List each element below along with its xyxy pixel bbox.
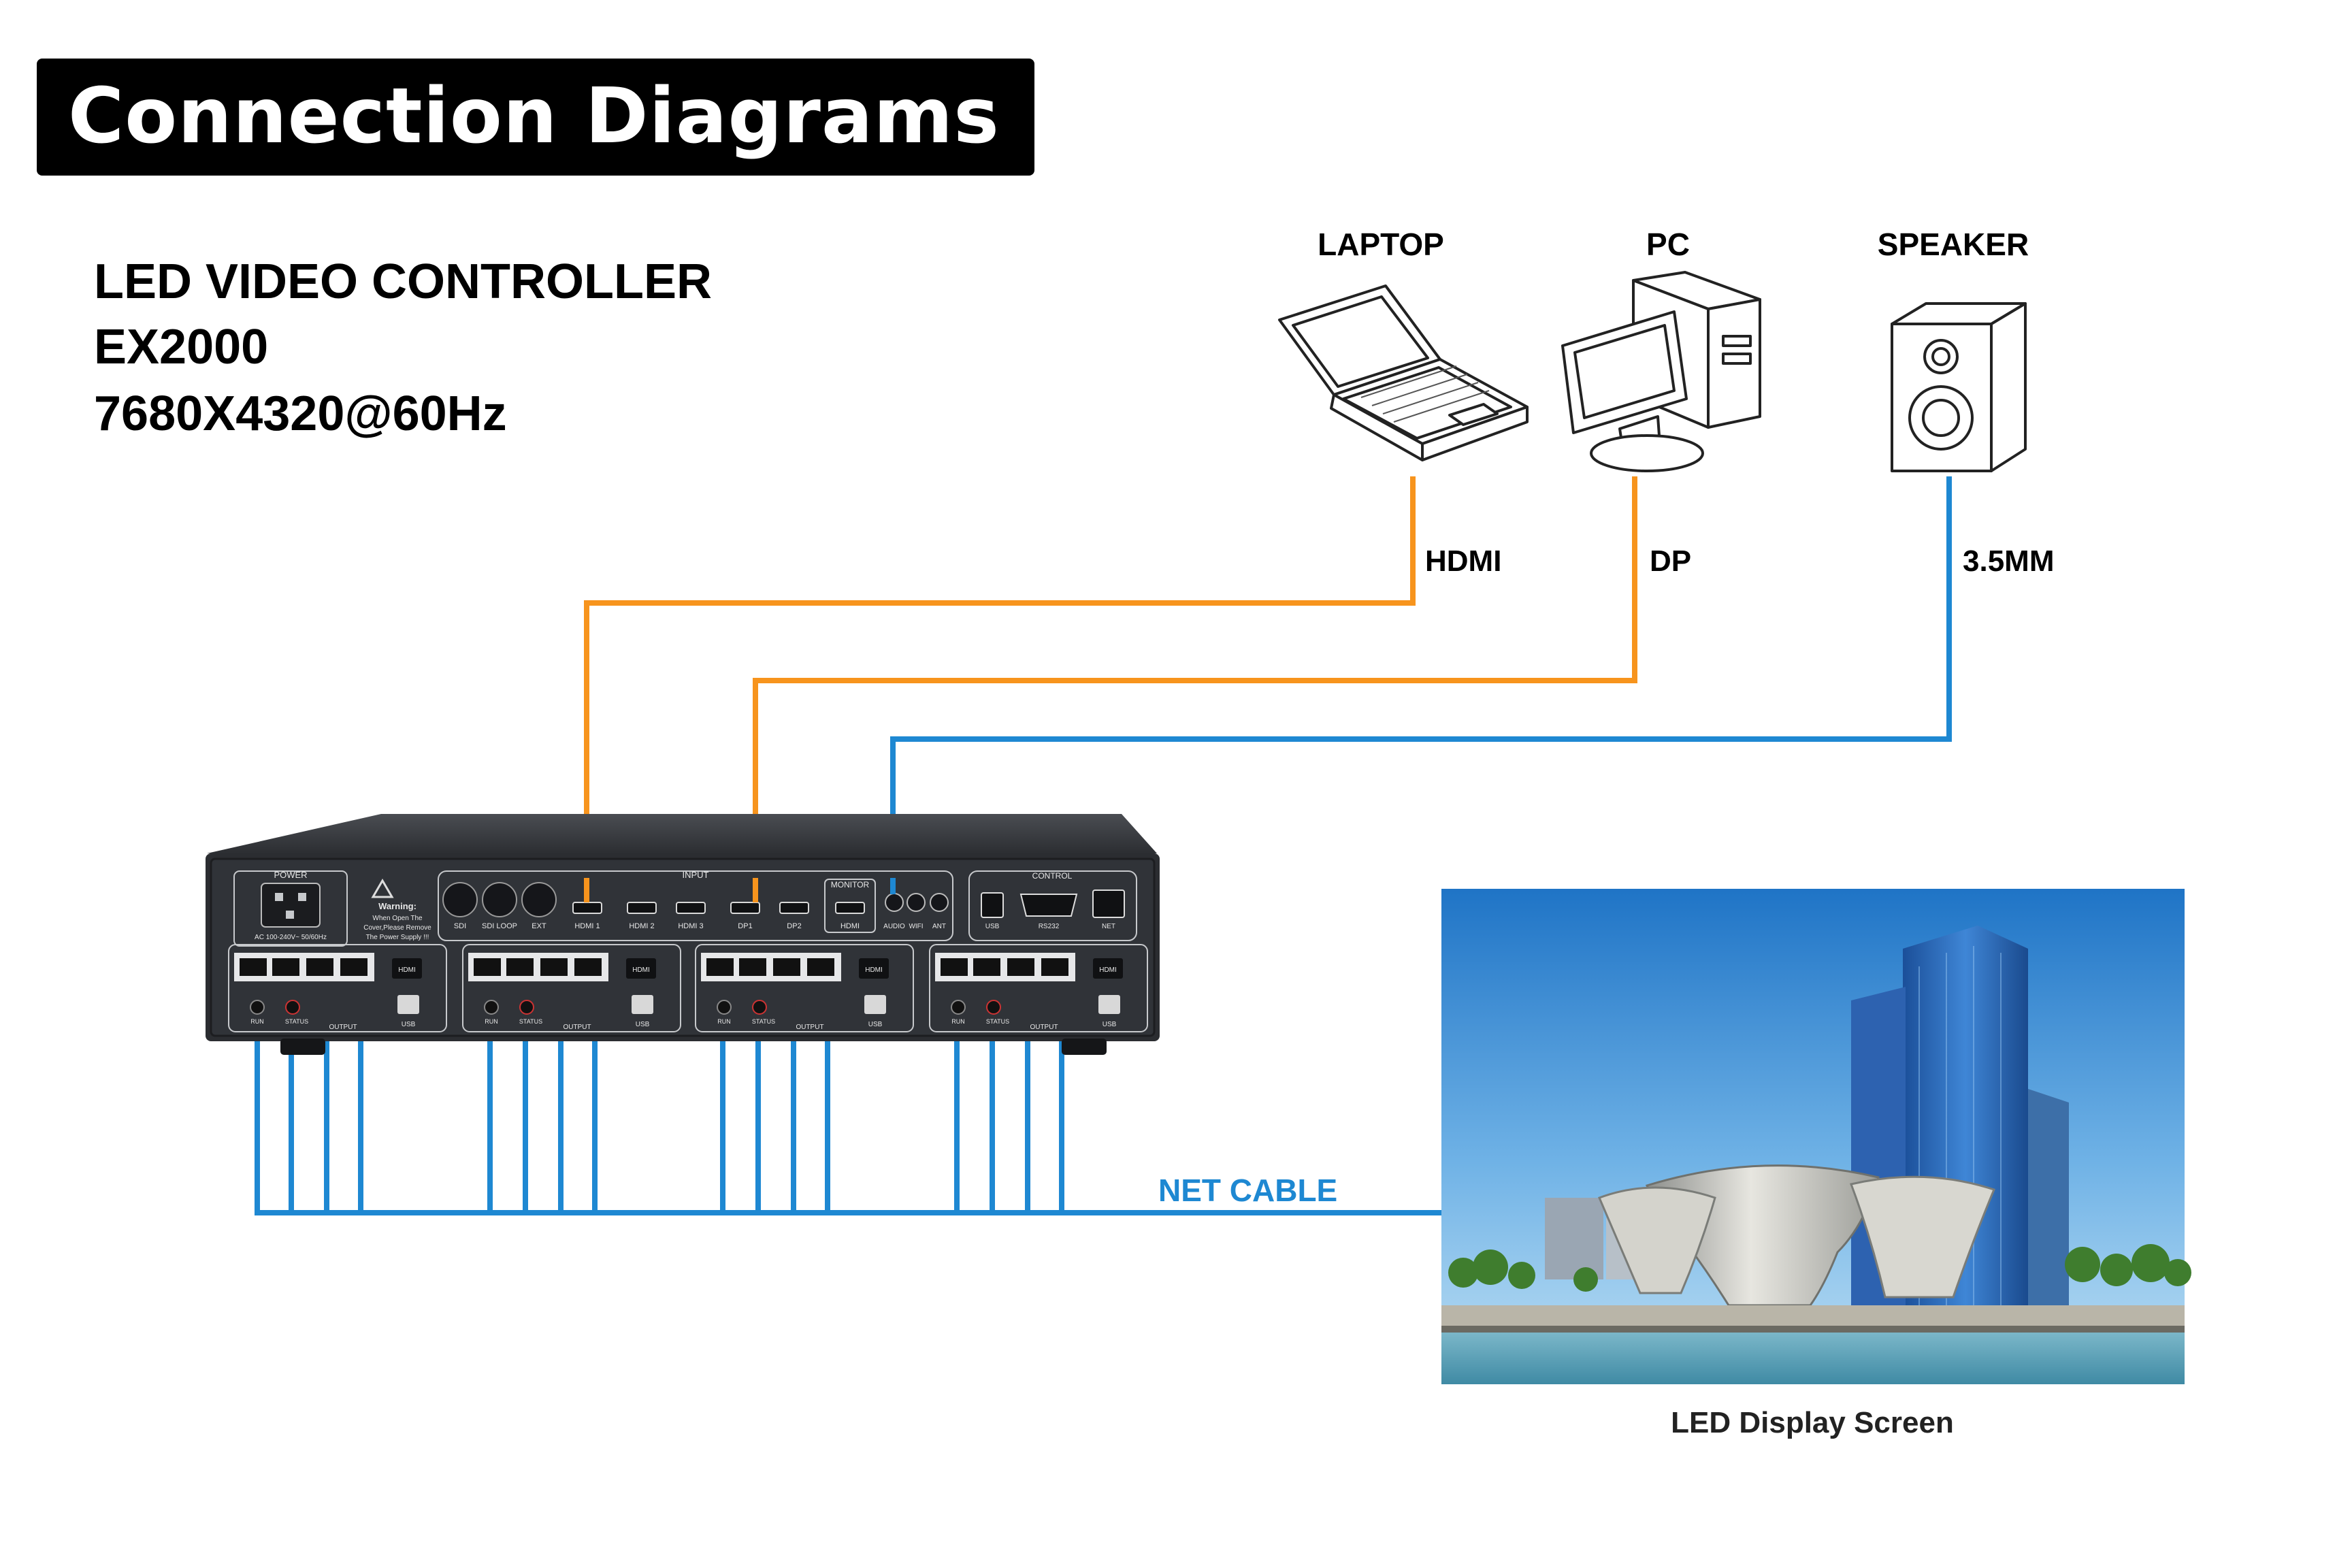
panel-dp1-label: DP1 xyxy=(738,922,752,930)
hdmi-cable xyxy=(584,476,1416,898)
speaker-icon xyxy=(1891,302,2027,472)
card3-run-label: RUN xyxy=(717,1018,731,1025)
panel-ant-label: ANT xyxy=(932,923,946,930)
panel-rs232-label: RS232 xyxy=(1039,923,1060,930)
panel-hdmi3-label: HDMI 3 xyxy=(678,922,703,930)
panel-dp2-label: DP2 xyxy=(787,922,801,930)
panel-usb-label: USB xyxy=(985,923,1000,930)
control-section xyxy=(968,870,1137,941)
panel-hdmi1-label: HDMI 1 xyxy=(574,922,600,930)
card1-status-label: STATUS xyxy=(285,1018,308,1025)
card2-hdmi-label: HDMI xyxy=(632,966,650,974)
controller-type: LED VIDEO CONTROLLER xyxy=(94,255,713,309)
card2-run-label: RUN xyxy=(485,1018,498,1025)
card1-hdmi-label: HDMI xyxy=(398,966,416,974)
panel-hdmi2-label: HDMI 2 xyxy=(629,922,654,930)
hdmi-cable-label: HDMI xyxy=(1425,544,1502,578)
panel-wifi-label: WIFI xyxy=(909,923,923,930)
panel-warning-line3: The Power Supply !!! xyxy=(366,934,429,941)
card1-usb-label: USB xyxy=(402,1021,416,1028)
input-section xyxy=(438,870,953,941)
card4-usb-label: USB xyxy=(1102,1021,1117,1028)
led-display-screen xyxy=(1441,889,2191,1384)
laptop-label: LAPTOP xyxy=(1318,227,1444,262)
power-section xyxy=(233,870,394,947)
controller-chassis xyxy=(206,814,1160,1055)
card4-run-label: RUN xyxy=(951,1018,965,1025)
card3-output-label: OUTPUT xyxy=(796,1024,823,1031)
audio-cable-label: 3.5MM xyxy=(1963,544,2055,578)
panel-sdi-label: SDI xyxy=(454,922,466,930)
panel-control-label: CONTROL xyxy=(1032,871,1073,881)
net-cable-label: NET CABLE xyxy=(1158,1173,1338,1208)
card4-hdmi-label: HDMI xyxy=(1099,966,1117,974)
page-title: Connection Diagrams xyxy=(68,72,1000,161)
card3-status-label: STATUS xyxy=(752,1018,775,1025)
speaker-label: SPEAKER xyxy=(1877,227,2029,262)
card3-hdmi-label: HDMI xyxy=(865,966,883,974)
card4-output-label: OUTPUT xyxy=(1030,1024,1058,1031)
panel-power-label: POWER xyxy=(274,870,307,880)
pc-label: PC xyxy=(1646,227,1690,262)
output-card-1 xyxy=(228,944,447,1032)
card2-usb-label: USB xyxy=(636,1021,650,1028)
panel-ext-label: EXT xyxy=(532,922,546,930)
output-card-4 xyxy=(929,944,1148,1032)
laptop-icon xyxy=(1278,284,1529,461)
dp-cable xyxy=(753,476,1637,898)
panel-warning-title: Warning: xyxy=(378,901,416,911)
panel-ac-label: AC 100-240V~ 50/60Hz xyxy=(255,934,327,941)
title-banner: Connection Diagrams xyxy=(37,59,1034,176)
output-card-2 xyxy=(462,944,681,1032)
panel-audio-label: AUDIO xyxy=(883,923,905,930)
card1-run-label: RUN xyxy=(250,1018,264,1025)
output-card-3 xyxy=(695,944,914,1032)
panel-warning-line1: When Open The xyxy=(372,915,423,922)
card1-output-label: OUTPUT xyxy=(329,1024,357,1031)
controller-resolution: 7680X4320@60Hz xyxy=(94,387,507,441)
panel-monitor-hdmi-label: HDMI xyxy=(840,922,860,930)
pc-icon xyxy=(1561,271,1761,472)
card3-usb-label: USB xyxy=(868,1021,883,1028)
controller-model: EX2000 xyxy=(94,320,269,374)
card2-output-label: OUTPUT xyxy=(563,1024,591,1031)
dp-cable-label: DP xyxy=(1650,544,1692,578)
panel-warning-line2: Cover,Please Remove xyxy=(363,924,431,932)
panel-monitor-label: MONITOR xyxy=(831,880,870,889)
screen-caption: LED Display Screen xyxy=(1671,1406,1954,1439)
panel-sdi-loop-label: SDI LOOP xyxy=(482,922,517,930)
card2-status-label: STATUS xyxy=(519,1018,542,1025)
panel-input-label: INPUT xyxy=(683,870,709,880)
card4-status-label: STATUS xyxy=(986,1018,1009,1025)
panel-net-label: NET xyxy=(1102,923,1115,930)
net-cable-bundle xyxy=(255,1021,1441,1215)
